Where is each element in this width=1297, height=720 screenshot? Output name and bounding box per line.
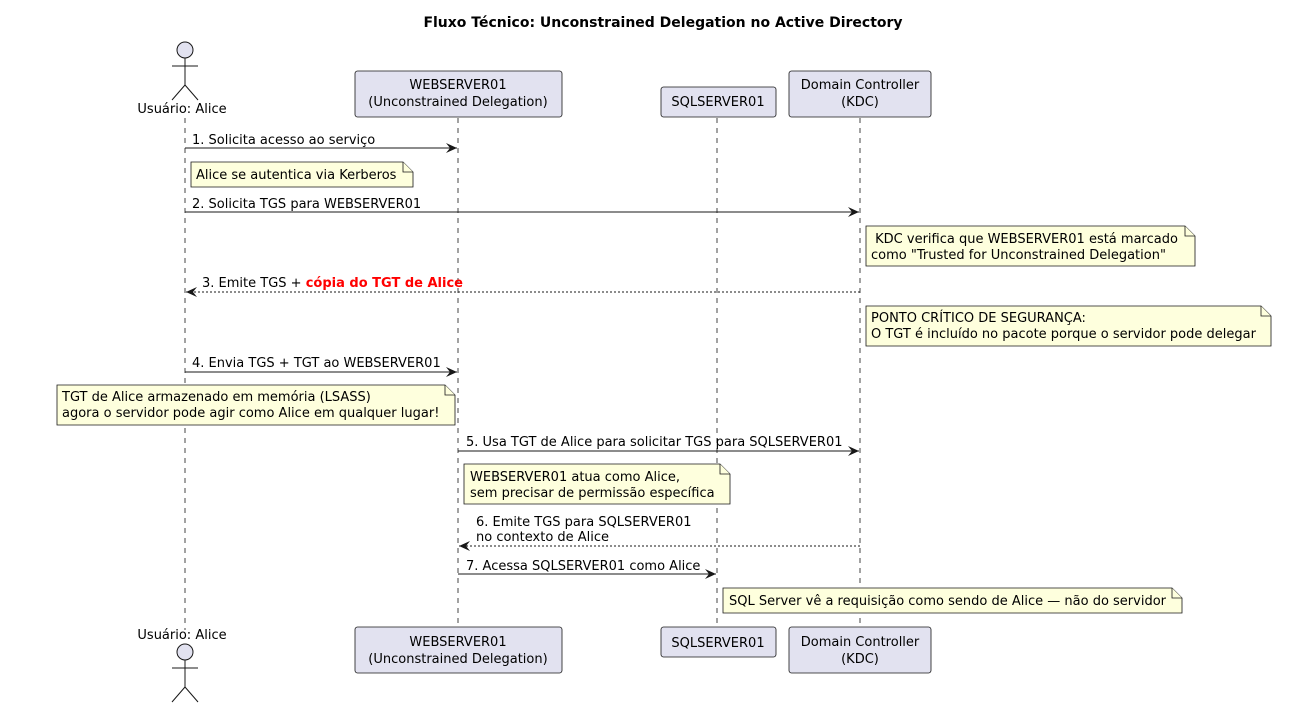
message-6: 6. Emite TGS para SQLSERVER01 no context… <box>459 515 860 551</box>
message-label: 4. Envia TGS + TGT ao WEBSERVER01 <box>192 356 441 371</box>
note-webserver-acts-as-alice: WEBSERVER01 atua como Alice, sem precisa… <box>463 463 731 505</box>
participant-name: SQLSERVER01 <box>671 95 764 110</box>
participant-webserver01-top: WEBSERVER01 (Unconstrained Delegation) <box>354 70 563 118</box>
note-alice-authenticates: Alice se autentica via Kerberos <box>190 161 414 188</box>
note-text-line-1: PONTO CRÍTICO DE SEGURANÇA: <box>871 310 1086 326</box>
message-4: 4. Envia TGS + TGT ao WEBSERVER01 <box>185 356 457 377</box>
message-1: 1. Solicita acesso ao serviço <box>185 133 457 153</box>
participant-subtitle: (KDC) <box>841 95 879 110</box>
note-critical-security-point: PONTO CRÍTICO DE SEGURANÇA: O TGT é incl… <box>865 305 1272 347</box>
note-kdc-verifies: KDC verifica que WEBSERVER01 está marcad… <box>865 225 1196 267</box>
note-text-line-1: TGT de Alice armazenado em memória (LSAS… <box>61 390 371 405</box>
message-3: 3. Emite TGS + cópia do TGT de Alice <box>186 276 860 297</box>
highlighted-text: cópia do TGT de Alice <box>306 276 463 291</box>
participant-webserver01-bottom: WEBSERVER01 (Unconstrained Delegation) <box>354 626 563 674</box>
note-text-line-1: KDC verifica que WEBSERVER01 está marcad… <box>871 232 1178 247</box>
message-label: 3. Emite TGS + cópia do TGT de Alice <box>202 276 463 291</box>
message-label: 1. Solicita acesso ao serviço <box>192 133 375 148</box>
note-text-line-2: O TGT é incluído no pacote porque o serv… <box>871 327 1257 342</box>
message-label: 7. Acessa SQLSERVER01 como Alice <box>466 559 700 574</box>
message-5: 5. Usa TGT de Alice para solicitar TGS p… <box>458 435 859 456</box>
message-2: 2. Solicita TGS para WEBSERVER01 <box>185 197 859 217</box>
note-text: Alice se autentica via Kerberos <box>196 168 397 183</box>
note-text-line-2: como "Trusted for Unconstrained Delegati… <box>871 248 1166 263</box>
message-7: 7. Acessa SQLSERVER01 como Alice <box>458 559 716 579</box>
note-text-line-2: agora o servidor pode agir como Alice em… <box>62 406 439 421</box>
actor-head-icon <box>176 643 194 661</box>
participant-sqlserver01-bottom: SQLSERVER01 <box>660 626 777 658</box>
note-tgt-stored-lsass: TGT de Alice armazenado em memória (LSAS… <box>56 384 456 426</box>
note-text-line-2: sem precisar de permissão específica <box>470 486 715 501</box>
participant-subtitle: (Unconstrained Delegation) <box>368 95 547 110</box>
participant-name: Domain Controller <box>801 78 920 93</box>
actor-label: Usuário: Alice <box>137 628 226 643</box>
participant-subtitle: (KDC) <box>841 652 879 667</box>
actor-alice-top: Usuário: Alice <box>137 41 227 117</box>
participant-name: WEBSERVER01 <box>409 78 506 93</box>
message-label: 5. Usa TGT de Alice para solicitar TGS p… <box>466 435 843 450</box>
participant-subtitle: (Unconstrained Delegation) <box>368 652 547 667</box>
actor-label: Usuário: Alice <box>137 102 226 117</box>
diagram-title: Fluxo Técnico: Unconstrained Delegation … <box>423 15 902 31</box>
message-label-line-1: 6. Emite TGS para SQLSERVER01 <box>476 515 692 530</box>
participant-domain-controller-bottom: Domain Controller (KDC) <box>788 626 932 674</box>
actor-alice-bottom: Usuário: Alice <box>137 628 227 703</box>
participant-sqlserver01-top: SQLSERVER01 <box>660 86 777 118</box>
note-text: SQL Server vê a requisição como sendo de… <box>729 594 1167 609</box>
message-label-line-2: no contexto de Alice <box>476 530 609 545</box>
participant-name: WEBSERVER01 <box>409 635 506 650</box>
participant-name: SQLSERVER01 <box>671 636 764 651</box>
message-label: 2. Solicita TGS para WEBSERVER01 <box>192 197 421 212</box>
participant-name: Domain Controller <box>801 635 920 650</box>
actor-head-icon <box>176 41 194 59</box>
participant-domain-controller-top: Domain Controller (KDC) <box>788 70 932 118</box>
note-sql-server-sees-alice: SQL Server vê a requisição como sendo de… <box>722 587 1183 614</box>
note-text-line-1: WEBSERVER01 atua como Alice, <box>470 470 680 485</box>
